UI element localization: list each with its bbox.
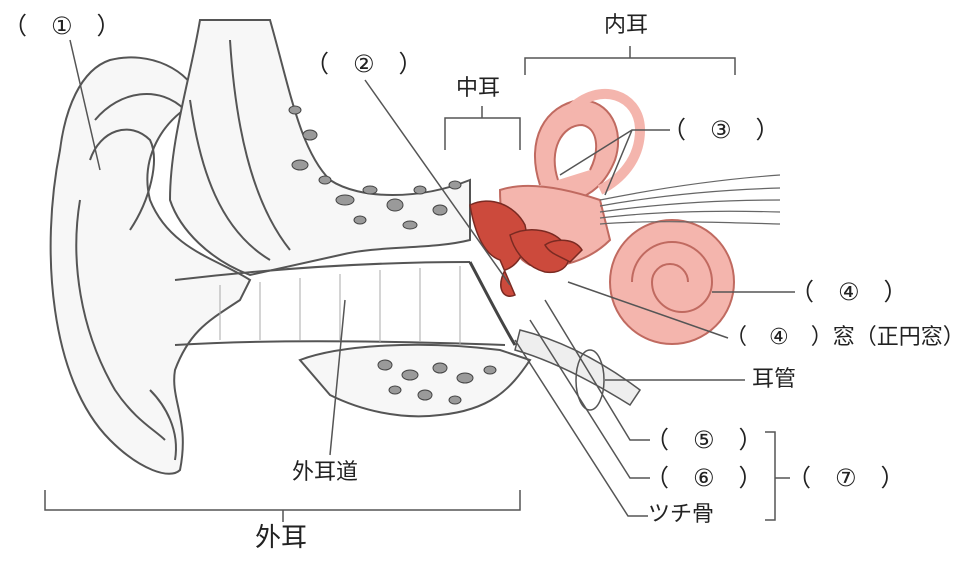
blank-label-5: （ ⑤ ） — [645, 428, 763, 452]
ear-canal-label: 外耳道 — [292, 462, 358, 484]
blank-label-3: （ ③ ） — [662, 118, 780, 142]
blank-label-1: （ ① ） — [3, 14, 121, 38]
middle-ear-label: 中耳 — [456, 78, 500, 100]
blank-label-4: （ ④ ） — [790, 280, 908, 304]
blank-label-4-window: （ ④ ）窓（正円窓） — [725, 327, 965, 349]
eustachian-tube-label: 耳管 — [752, 369, 796, 391]
outer-ear-label: 外耳 — [255, 525, 307, 551]
blank-label-7: （ ⑦ ） — [787, 466, 905, 490]
blank-label-6: （ ⑥ ） — [645, 466, 763, 490]
malleus-label: ツチ骨 — [648, 504, 714, 526]
blank-label-2: （ ② ） — [305, 52, 423, 76]
auditory-nerve-drawing — [600, 175, 780, 224]
eardrum — [470, 262, 515, 345]
inner-ear-label: 内耳 — [604, 15, 648, 37]
